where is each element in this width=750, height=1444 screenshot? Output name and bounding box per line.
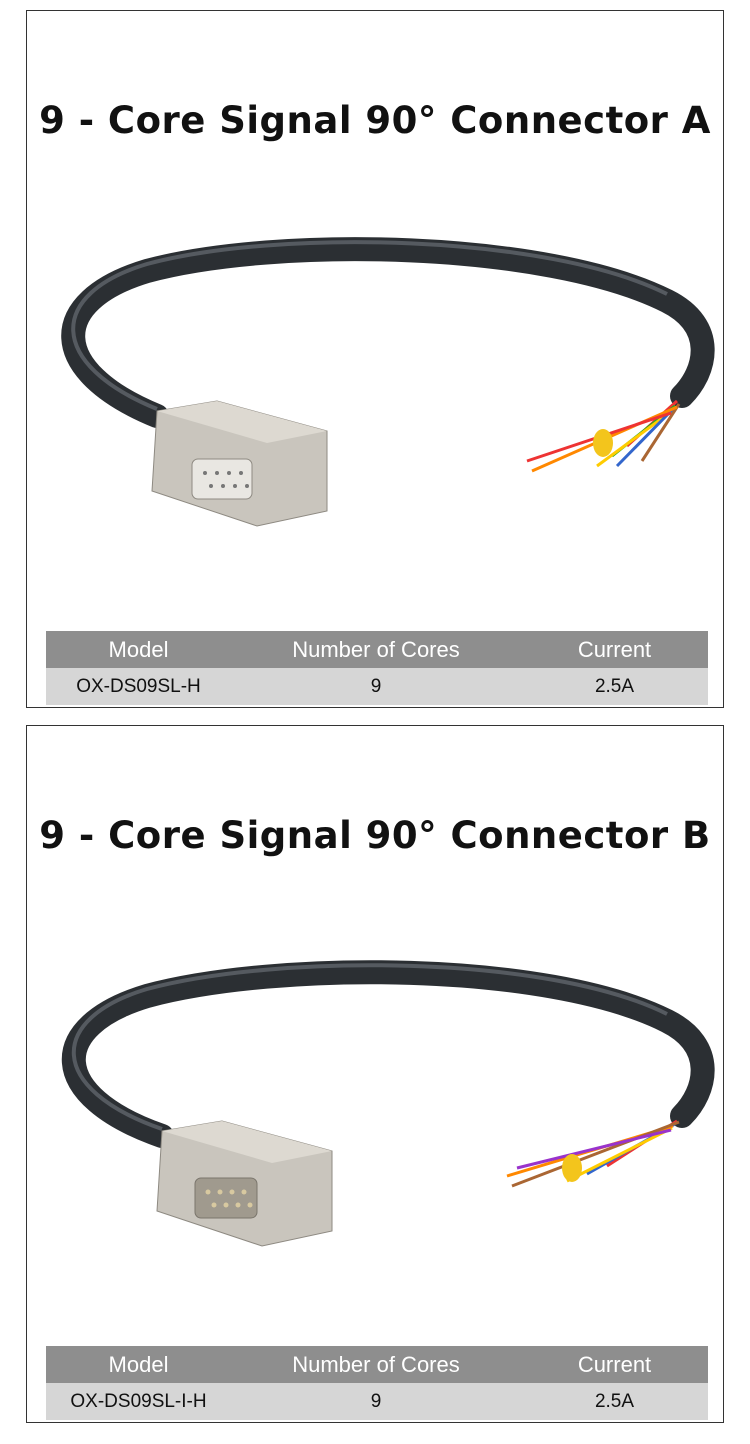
db9-male-connector-icon [156,1120,333,1247]
header-cores: Number of Cores [292,1351,460,1377]
db9-female-connector-icon [151,400,328,527]
table-row: OX-DS09SL-H 9 2.5A [46,668,708,705]
panel-title: 9 - Core Signal 90° Connector B [39,814,711,857]
table-header-row: Model Number of Cores Current [46,1346,708,1383]
spec-table: Model Number of Cores Current OX-DS09SL-… [46,1346,708,1420]
cell-current: 2.5A [594,675,635,697]
wire-ends-icon [526,399,681,473]
product-panel-b: 9 - Core Signal 90° Connector B Model Nu… [26,725,724,1423]
table-header-row: Model Number of Cores Current [46,631,708,668]
header-model: Model [108,636,169,662]
cell-cores: 9 [370,675,382,697]
panel-title: 9 - Core Signal 90° Connector A [39,99,711,142]
header-current: Current [577,636,652,662]
table-row: OX-DS09SL-I-H 9 2.5A [46,1383,708,1420]
spec-table: Model Number of Cores Current OX-DS09SL-… [46,631,708,705]
cable-image [61,237,715,527]
header-cores: Number of Cores [292,636,460,662]
product-panel-a: 9 - Core Signal 90° Connector A Model Nu… [26,10,724,708]
cable-image [61,960,715,1247]
cell-cores: 9 [370,1390,382,1412]
cell-current: 2.5A [594,1390,635,1412]
header-model: Model [108,1351,169,1377]
header-current: Current [577,1351,652,1377]
cell-model: OX-DS09SL-H [76,675,201,697]
wire-ends-icon [506,1119,680,1188]
cell-model: OX-DS09SL-I-H [70,1390,207,1412]
